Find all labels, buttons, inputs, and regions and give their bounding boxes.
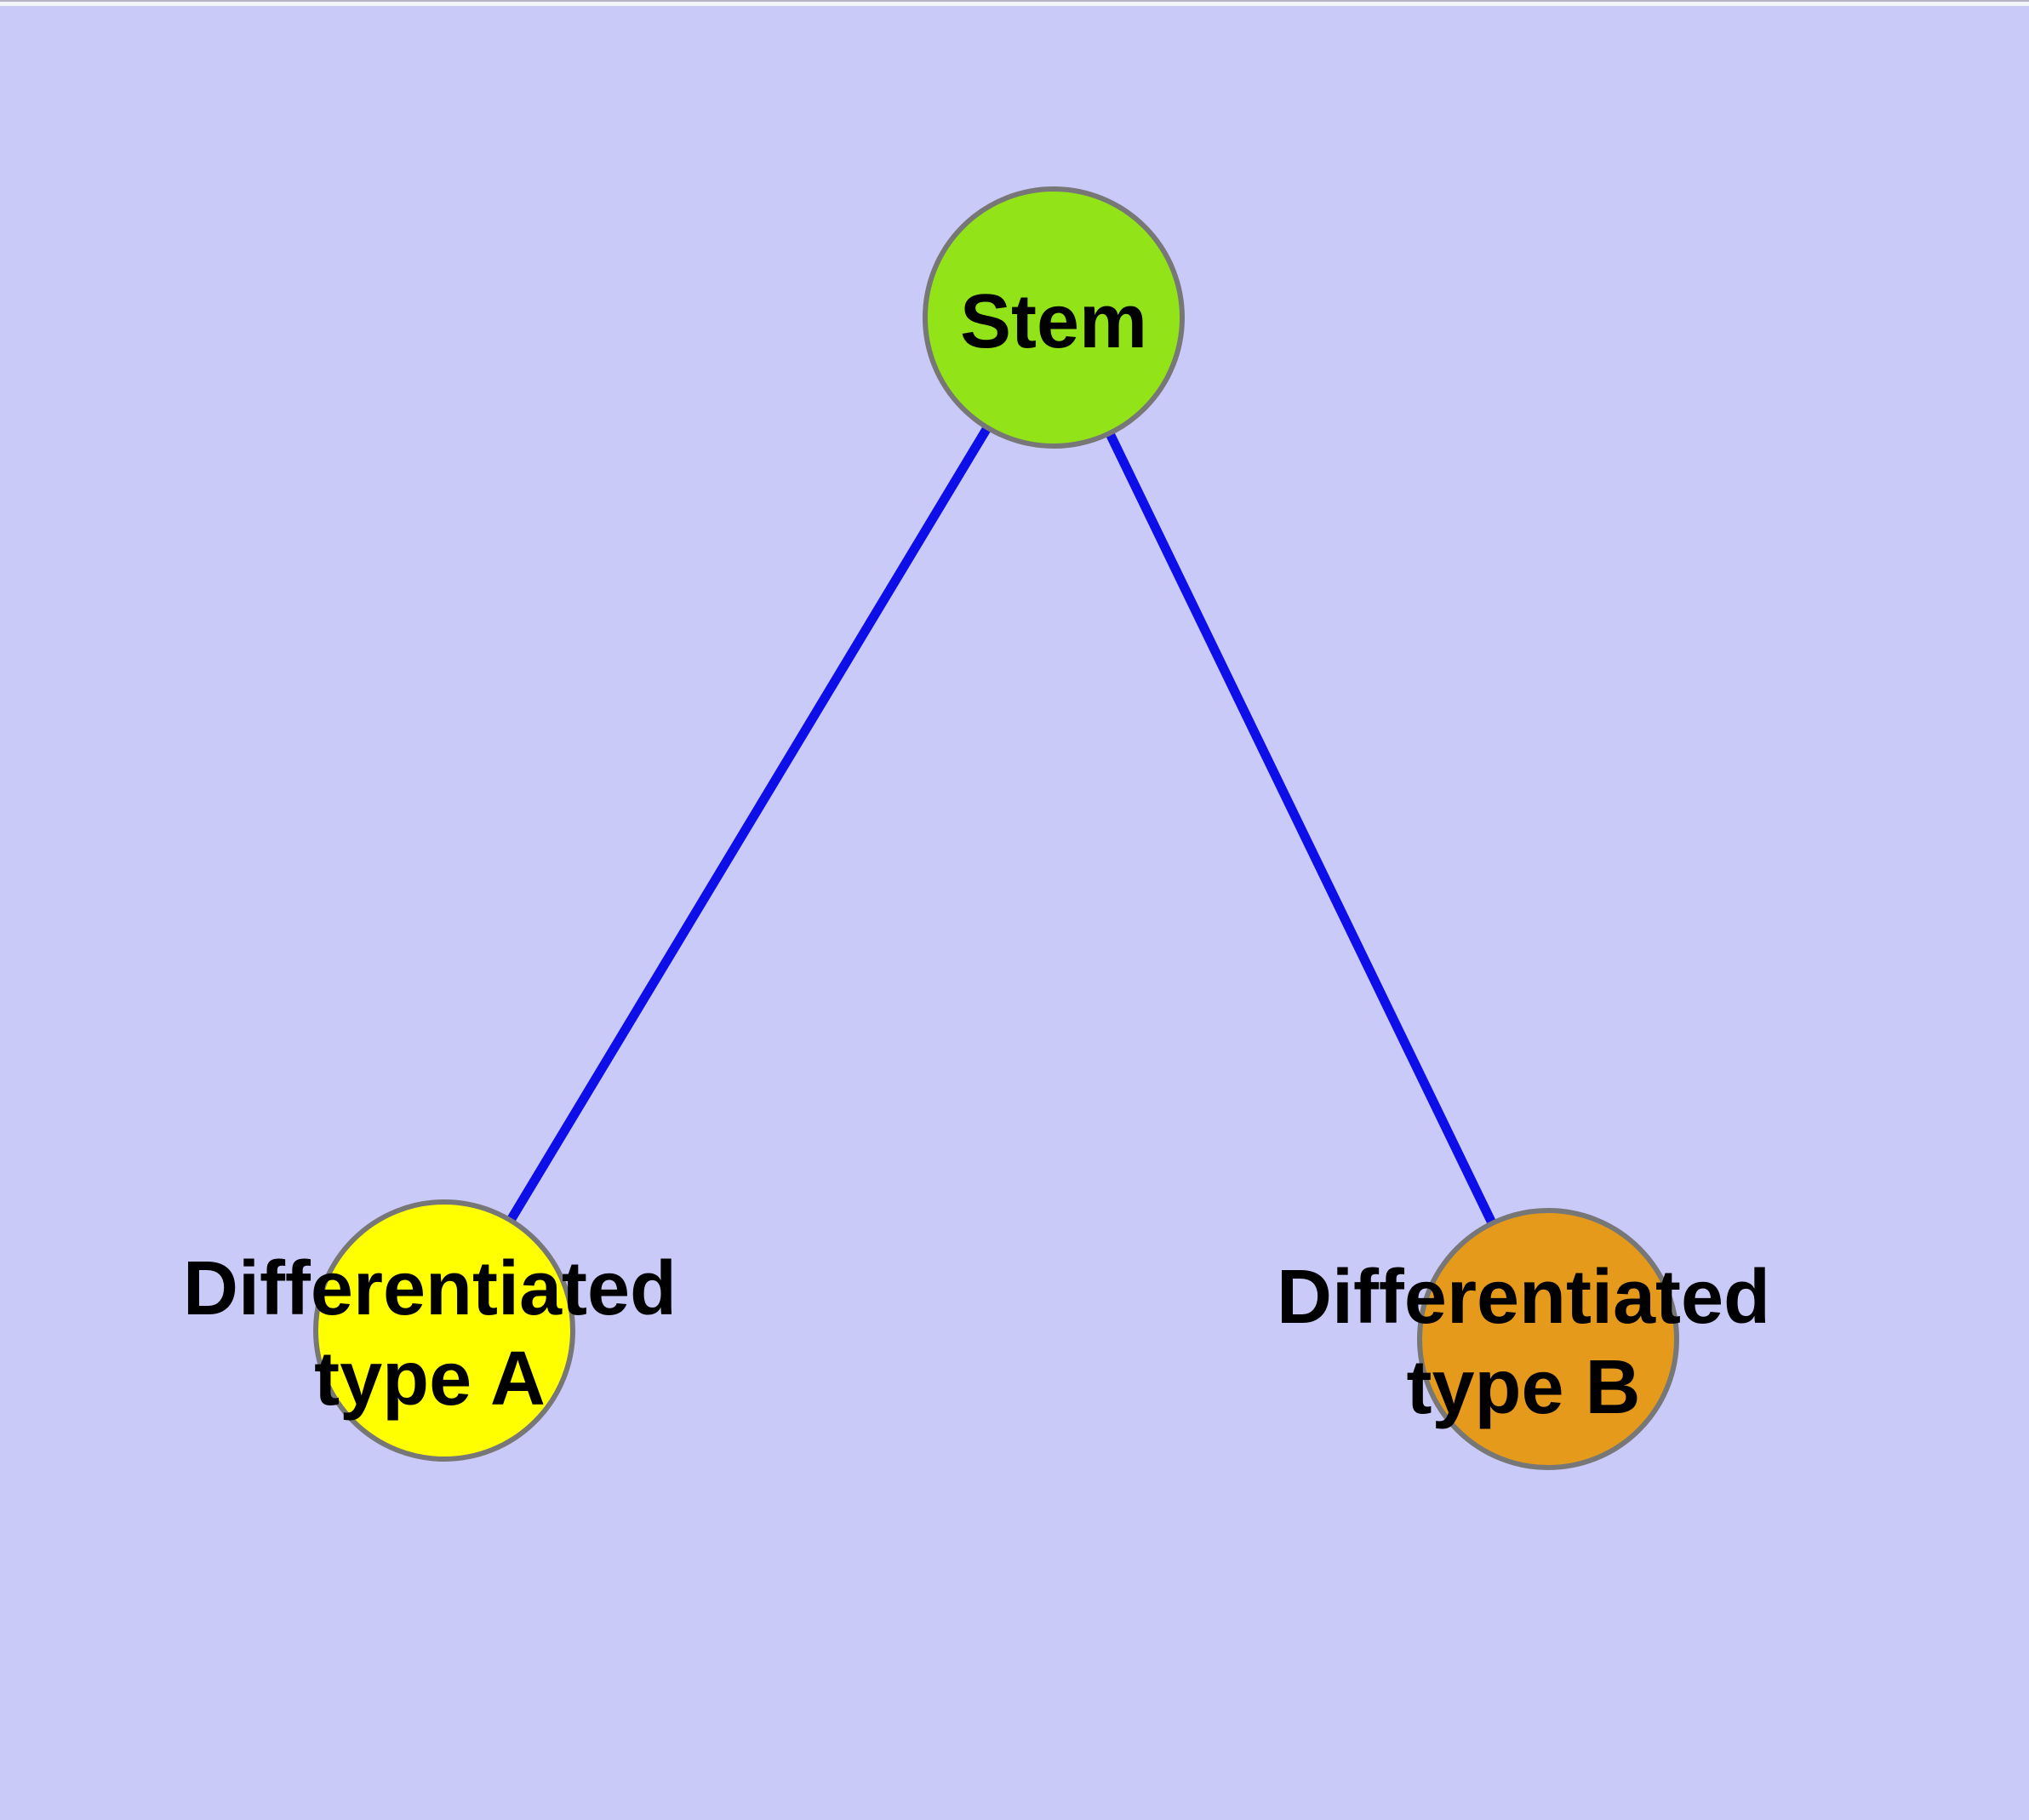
edge-stem-to-type-b — [1049, 315, 1552, 1342]
node-type-b-circle — [1417, 1208, 1679, 1470]
node-stem-label: Stem — [960, 279, 1147, 364]
node-stem-circle — [923, 186, 1185, 449]
edge-stem-to-type-a — [440, 315, 1058, 1333]
top-edge-strip — [0, 0, 2029, 6]
node-type-a-circle — [313, 1199, 575, 1462]
